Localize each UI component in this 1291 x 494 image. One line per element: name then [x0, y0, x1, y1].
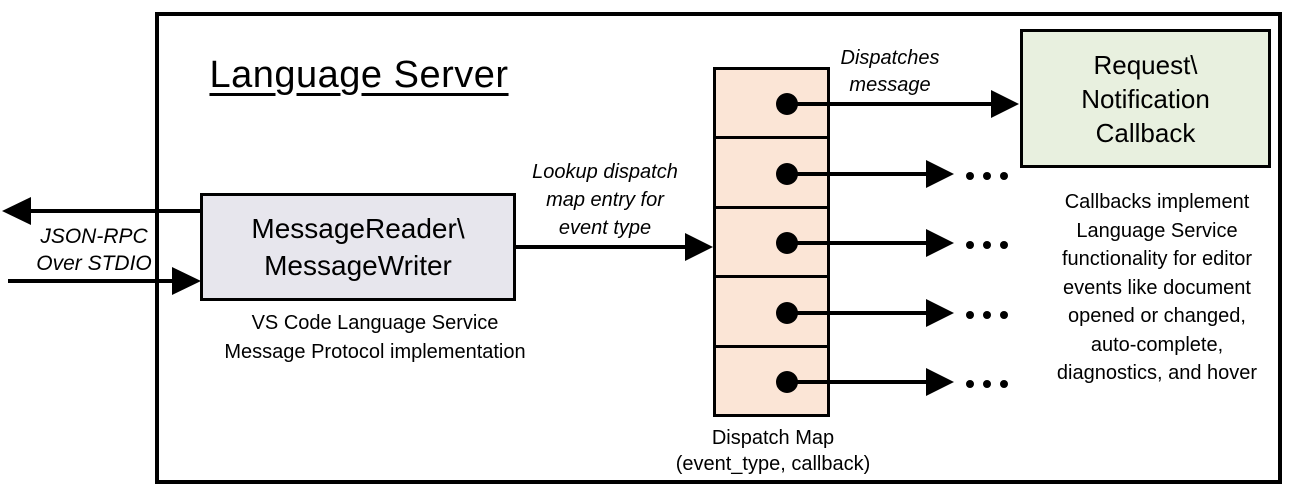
callbacks-note-line: auto-complete,: [1090, 333, 1224, 356]
dispatch-map-cell: [716, 347, 827, 414]
lookup-label-line-1: Lookup dispatch: [532, 161, 678, 183]
callback-box-line-2: Notification: [1081, 83, 1210, 114]
stdio-label: JSON-RPC Over STDIO: [18, 223, 170, 277]
callbacks-note-line: functionality for editor: [1061, 248, 1253, 270]
page-title: Language Server: [209, 54, 509, 96]
lookup-label-line-3: event type: [558, 217, 652, 239]
callback-box-line-3: Callback: [1095, 117, 1196, 148]
message-writer-line: MessageWriter: [264, 250, 452, 281]
callbacks-note-line: events like document: [1063, 276, 1251, 299]
callbacks-note-line: opened or changed,: [1068, 305, 1246, 327]
dispatch-map: [713, 67, 830, 417]
dispatch-map-cell: [716, 208, 827, 276]
callbacks-note-line: Callbacks implement: [1064, 191, 1250, 213]
lookup-dispatch-label: Lookup dispatch map entry for event type: [510, 158, 700, 242]
lookup-label-line-2: map entry for: [546, 189, 664, 211]
dispatch-map-cell: [716, 139, 827, 206]
dispatches-label-line-1: Dispatches: [840, 47, 940, 69]
dispatch-map-label: Dispatch Map (event_type, callback): [648, 425, 898, 477]
reader-caption: VS Code Language Service Message Protoco…: [185, 309, 565, 367]
reader-caption-line-1: VS Code Language Service: [251, 312, 499, 334]
stdio-label-line-1: JSON-RPC: [40, 225, 148, 248]
callback-box-line-1: Request\: [1093, 49, 1198, 80]
reader-caption-line-2: Message Protocol implementation: [224, 341, 526, 363]
callbacks-note-line: diagnostics, and hover: [1056, 362, 1258, 384]
dispatches-message-label: Dispatches message: [808, 45, 972, 99]
dispatch-map-cell: [716, 70, 827, 137]
dispatch-map-label-line-2: (event_type, callback): [675, 453, 871, 475]
dispatch-map-label-line-1: Dispatch Map: [711, 427, 835, 449]
message-reader-writer-box: MessageReader\ MessageWriter: [200, 193, 516, 301]
callbacks-note-line: Language Service: [1076, 219, 1238, 242]
dispatch-map-cell: [716, 278, 827, 345]
message-reader-line: MessageReader\: [251, 213, 465, 244]
stdio-label-line-2: Over STDIO: [36, 252, 152, 275]
callbacks-note: Callbacks implement Language Service fun…: [1028, 188, 1286, 388]
request-notification-callback-box: Request\ Notification Callback: [1020, 29, 1271, 168]
dispatches-label-line-2: message: [849, 74, 931, 96]
